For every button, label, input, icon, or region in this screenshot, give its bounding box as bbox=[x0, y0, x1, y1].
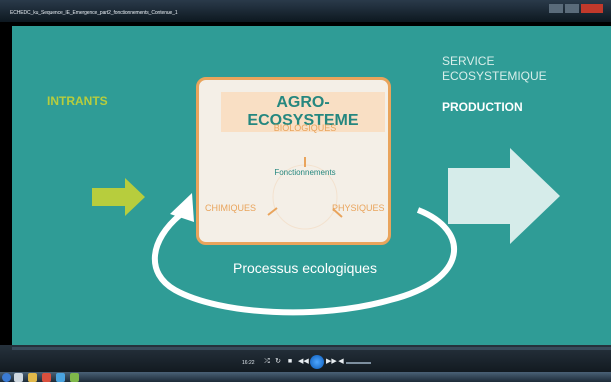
intrants-arrow-icon bbox=[92, 178, 145, 216]
media-icon[interactable] bbox=[42, 373, 51, 382]
production-label: PRODUCTION bbox=[442, 100, 523, 114]
chimiques-label: CHIMIQUES bbox=[205, 203, 257, 213]
close-button[interactable] bbox=[581, 4, 603, 13]
folder-icon[interactable] bbox=[28, 373, 37, 382]
biologiques-label: BIOLOGIQUES bbox=[273, 123, 337, 133]
fonctionnements-label: Fonctionnements bbox=[274, 168, 336, 177]
shuffle-icon[interactable]: ⤮ bbox=[264, 358, 270, 365]
loop-arrowhead-icon bbox=[170, 193, 194, 222]
loop-arrow-icon bbox=[151, 207, 457, 316]
taskbar-app-icon[interactable] bbox=[14, 373, 23, 382]
service-label: SERVICE ECOSYSTEMIQUE bbox=[442, 54, 547, 84]
previous-icon[interactable]: ◀◀ bbox=[298, 358, 309, 365]
maximize-button[interactable] bbox=[565, 4, 579, 13]
browser-icon[interactable] bbox=[56, 373, 65, 382]
minimize-button[interactable] bbox=[549, 4, 563, 13]
processus-label: Processus ecologiques bbox=[233, 260, 377, 276]
phys-connector bbox=[332, 208, 343, 218]
next-icon[interactable]: ▶▶ bbox=[326, 358, 337, 365]
service-line2: ECOSYSTEMIQUE bbox=[442, 69, 547, 83]
service-line1: SERVICE bbox=[442, 54, 495, 68]
seek-bar[interactable] bbox=[12, 347, 611, 350]
intrants-label: INTRANTS bbox=[47, 94, 108, 108]
mute-icon[interactable]: ◀ bbox=[338, 358, 344, 365]
chim-connector bbox=[267, 207, 278, 216]
window-title: ECHEDC_ku_Sequence_IE_Emergence_part2_fo… bbox=[10, 10, 178, 16]
window-buttons bbox=[549, 4, 603, 13]
physiques-label: PHYSIQUES bbox=[332, 203, 385, 213]
play-button[interactable] bbox=[310, 355, 324, 369]
taskbar bbox=[0, 372, 611, 382]
window-titlebar: ECHEDC_ku_Sequence_IE_Emergence_part2_fo… bbox=[0, 0, 611, 22]
timecode: 16:22 bbox=[242, 360, 255, 366]
volume-slider[interactable] bbox=[346, 362, 371, 364]
stop-icon[interactable]: ■ bbox=[287, 358, 293, 365]
output-arrow-icon bbox=[448, 148, 560, 244]
start-icon[interactable] bbox=[2, 373, 11, 382]
box-title: AGRO-ECOSYSTEME bbox=[221, 92, 385, 132]
app-icon[interactable] bbox=[70, 373, 79, 382]
repeat-icon[interactable]: ↻ bbox=[275, 358, 281, 365]
